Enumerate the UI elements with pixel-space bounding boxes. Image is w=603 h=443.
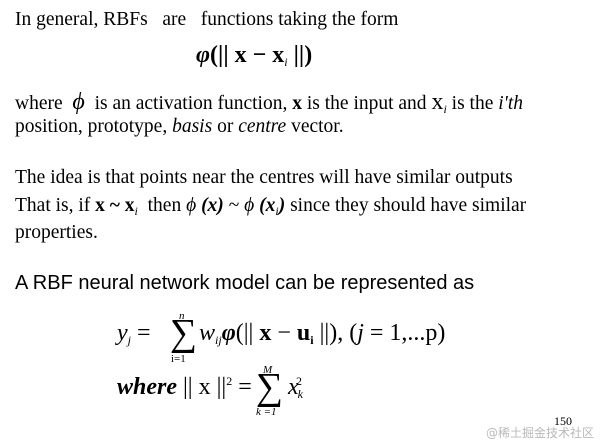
xi-vector: x <box>272 42 285 68</box>
where-text: where <box>15 93 63 114</box>
model-text: A RBF neural network model can be repres… <box>15 272 475 294</box>
similar-text: since they should have similar <box>290 195 527 216</box>
x-sub-k: k <box>297 387 303 401</box>
intro-text-b: are <box>162 9 187 30</box>
activation-text: is an activation function, <box>94 93 288 114</box>
minus-sign: − <box>246 42 273 68</box>
xi-bold: x <box>124 195 135 216</box>
basis-text: basis <box>172 116 213 137</box>
phi-symbol: φ <box>196 42 211 68</box>
u-sub-i: i <box>310 333 314 347</box>
subscript-i: i <box>284 55 288 69</box>
is-the-text: is the <box>451 93 494 114</box>
xi-subscript: i <box>443 102 447 116</box>
sum-symbol-1: ∑ <box>170 312 198 354</box>
properties-text: properties. <box>15 222 98 243</box>
formula-close: ||) <box>287 42 313 68</box>
sum-symbol-2: ∑ <box>256 366 284 408</box>
x-k: x <box>288 374 299 400</box>
phi-symbol-2: φ <box>221 320 236 346</box>
rbf-form-formula: φ(|| x − xi ||) <box>196 42 312 70</box>
idea-text: The idea is that points near the centres… <box>15 167 513 188</box>
intro-line: In general, RBFs are functions taking th… <box>15 8 398 32</box>
ith-text: i'th <box>498 93 524 114</box>
or-text: or <box>217 116 234 137</box>
input-text: is the input and <box>306 93 427 114</box>
where-italic: where <box>117 374 177 400</box>
properties-line: properties. <box>15 221 98 245</box>
sum-lower-i: i=1 <box>171 353 186 365</box>
j-range: = 1,...p) <box>363 320 446 346</box>
x-sup-2: 2 <box>295 374 302 388</box>
model-line: A RBF neural network model can be repres… <box>15 272 474 295</box>
x-vector: x <box>234 42 247 68</box>
paren-close: ||), ( <box>313 320 358 346</box>
w-weight: w <box>199 320 216 346</box>
position-text: position, prototype, <box>15 116 168 137</box>
vector-line: position, prototype, basis or centre vec… <box>15 115 344 139</box>
paren-open: (|| <box>235 320 260 346</box>
phi-xi-open: (x <box>259 195 276 216</box>
xk-squared: xk2 <box>288 374 310 402</box>
rbf-network-rhs: wijφ(|| x − ui ||), (j = 1,...p) <box>199 320 445 348</box>
intro-text-a: In general, RBFs <box>15 9 148 30</box>
phi-xi-sub: i <box>275 204 279 218</box>
that-is-text: That is, if <box>15 195 91 216</box>
that-is-line: That is, if x ~ xi then ϕ (x) ~ ϕ (xi) s… <box>15 194 526 223</box>
phi-2: ϕ <box>244 195 255 216</box>
norm-definition: where || x ||2 = <box>117 374 252 401</box>
x-bold-1: x <box>95 195 105 216</box>
equals-1: = <box>137 320 151 346</box>
norm-square: 2 <box>226 374 233 388</box>
sum-lower-k: k =1 <box>256 406 277 418</box>
u-center: u <box>296 320 311 346</box>
idea-line: The idea is that points near the centres… <box>15 166 513 190</box>
vector-text: vector. <box>291 116 344 137</box>
minus-2: − <box>271 320 297 346</box>
x-bold-2: x <box>259 320 272 346</box>
tilde-2: ~ <box>223 195 245 216</box>
intro-text-c: functions taking the form <box>200 9 399 30</box>
tilde-1: ~ <box>104 195 125 216</box>
rbf-network-lhs: yj = <box>117 320 151 348</box>
page-number: 150 <box>554 414 572 428</box>
sum-upper-m: M <box>263 364 273 376</box>
xi-sub: i <box>134 204 138 218</box>
definition-line: where ϕ is an activation function, x is … <box>15 90 523 121</box>
formula-open: (|| <box>210 42 235 68</box>
x-bold: x <box>292 93 302 114</box>
norm-x: || x || <box>183 374 227 400</box>
centre-text: centre <box>238 116 287 137</box>
sum-upper-n: n <box>179 310 185 322</box>
phi-1: ϕ <box>186 195 197 216</box>
phi-xi-close: ) <box>278 195 286 216</box>
then-text: then <box>147 195 182 216</box>
y-sub-j: j <box>127 333 131 347</box>
j-index: j <box>357 320 364 346</box>
phi-x: (x) <box>201 195 224 216</box>
xi-symbol: x <box>431 89 444 115</box>
watermark-text: @稀土掘金技术社区 <box>486 426 595 440</box>
phi-symbol-inline: ϕ <box>72 89 85 115</box>
equals-2: = <box>238 374 252 400</box>
y-symbol: y <box>117 320 128 346</box>
w-sub-ij: ij <box>215 333 222 347</box>
